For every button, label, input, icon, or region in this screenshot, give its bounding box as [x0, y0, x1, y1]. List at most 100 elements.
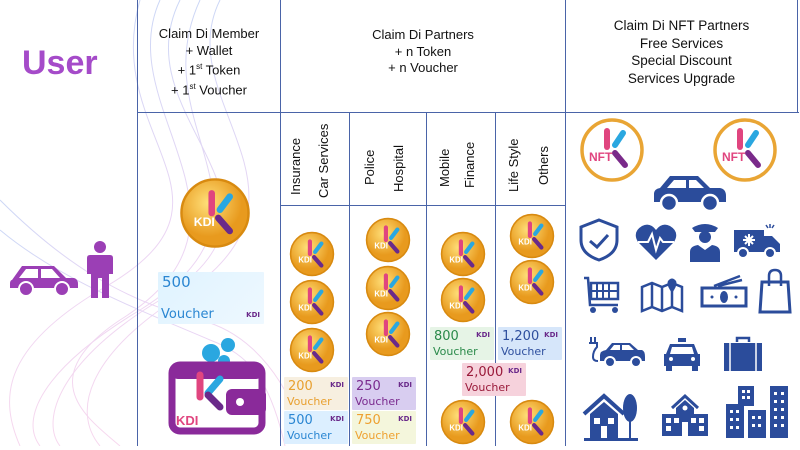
kdi-coin-icon: KDI: [289, 327, 335, 373]
voucher-word: Voucher: [287, 429, 332, 442]
kdi-coin: KDI: [289, 327, 335, 378]
nft-header-line: Claim Di NFT Partners: [613, 18, 750, 33]
voucher-amount: 2,000: [466, 365, 504, 380]
voucher-200: 200 KDI Voucher: [284, 377, 348, 410]
voucher-word: Voucher: [355, 395, 400, 408]
coin-label: KDI: [374, 335, 387, 344]
coin-label: KDI: [374, 241, 387, 250]
kdi-coin-icon: KDI: [365, 217, 411, 263]
office-buildings-icon: [726, 386, 788, 438]
voucher-word: Voucher: [433, 345, 478, 358]
text: st: [196, 62, 203, 71]
voucher-brand: KDI: [246, 311, 260, 319]
user-title: User: [22, 44, 98, 82]
nft-header-line: Special Discount: [631, 53, 732, 68]
nft-header-line: Services Upgrade: [627, 70, 736, 86]
voucher-amount: 800: [434, 329, 459, 344]
member-voucher-500: 500 Voucher KDI: [158, 272, 264, 324]
car-icon: [654, 176, 726, 213]
category-others: Others: [536, 145, 551, 185]
category-insurance: Insurance: [288, 137, 303, 195]
kdi-coin: KDI: [365, 217, 411, 268]
ambulance-icon: [734, 224, 780, 259]
voucher-word: Voucher: [287, 395, 332, 408]
electric-car-icon: [589, 337, 645, 368]
kdi-coin-icon: KDI: [509, 213, 555, 259]
nft-label: NFT: [589, 150, 613, 164]
heart-pulse-icon: [635, 224, 677, 260]
partners-header-line: Claim Di Partners: [372, 27, 474, 42]
kdi-coin: KDI: [440, 399, 486, 450]
car-icon: [10, 266, 78, 297]
voucher-800: 800 KDI Voucher: [430, 327, 494, 360]
kdi-coin-icon: KDI: [365, 265, 411, 311]
kdi-coin-icon: KDI: [365, 311, 411, 357]
kdi-coin-icon: KDI: [440, 277, 486, 323]
kdi-coin-icon: KDI: [289, 279, 335, 325]
text: st: [189, 81, 196, 91]
voucher-amount: 500: [162, 273, 191, 291]
kdi-coin: KDI: [509, 399, 555, 450]
voucher-amount: 500: [288, 413, 313, 428]
category-car-services: Car Services: [316, 123, 331, 198]
kdi-coin-icon: KDI: [509, 399, 555, 445]
grid-line: [495, 113, 496, 446]
category-finance: Finance: [462, 141, 477, 188]
voucher-brand: KDI: [544, 331, 558, 339]
nft-badge-icon: NFT: [713, 118, 777, 182]
voucher-brand: KDI: [330, 381, 344, 389]
voucher-brand: KDI: [508, 367, 522, 375]
voucher-amount: 750: [356, 413, 381, 428]
kdi-coin: KDI: [365, 265, 411, 316]
voucher-amount: 1,200: [502, 329, 540, 344]
kdi-coin-icon: KDI: [440, 231, 486, 277]
voucher-amount: 200: [288, 379, 313, 394]
voucher-500: 500 KDI Voucher: [284, 411, 348, 444]
taxi-icon: [664, 338, 700, 371]
house-icon: [582, 393, 638, 441]
text: Voucher: [195, 82, 247, 98]
kdi-coin: KDI: [509, 259, 555, 310]
kdi-coin: KDI: [289, 279, 335, 330]
money-icon: [700, 274, 748, 308]
partners-header: Claim Di Partners + n Token + n Voucher: [281, 27, 565, 77]
voucher-word: Voucher: [465, 381, 510, 394]
person-icon: [87, 241, 113, 298]
kdi-coin-icon: KDI: [509, 259, 555, 305]
member-header: Claim Di Member + Wallet + 1st Token + 1…: [138, 26, 280, 99]
coin-label: KDI: [518, 423, 531, 432]
grid-line: [280, 0, 281, 446]
category-hospital: Hospital: [391, 145, 406, 192]
voucher-1200: 1,200 KDI Voucher: [498, 327, 562, 360]
voucher-brand: KDI: [476, 331, 490, 339]
nft-badge: NFT: [579, 117, 645, 188]
suitcase-icon: [724, 336, 762, 371]
voucher-word: Voucher: [161, 307, 214, 322]
nft-badge-icon: NFT: [580, 118, 644, 182]
text: + 1: [171, 82, 190, 98]
wallet-icon: KDI: [168, 338, 266, 435]
grid-line: [280, 205, 565, 206]
grid-line: [137, 112, 799, 113]
grid-line: [565, 0, 566, 446]
map-pin-icon: [640, 278, 684, 313]
nft-header: Claim Di NFT Partners Free Services Spec…: [566, 17, 797, 87]
coin-label: KDI: [449, 255, 462, 264]
voucher-brand: KDI: [398, 415, 412, 423]
kdi-coin: KDI: [440, 231, 486, 282]
coin-label: KDI: [194, 215, 215, 229]
voucher-brand: KDI: [398, 381, 412, 389]
partners-header-line: + n Token: [394, 43, 452, 59]
voucher-2000: 2,000 KDI Voucher: [462, 363, 526, 396]
voucher-word: Voucher: [501, 345, 546, 358]
coin-label: KDI: [298, 303, 311, 312]
coin-label: KDI: [449, 301, 462, 310]
nft-label: NFT: [722, 150, 746, 164]
voucher-brand: KDI: [330, 415, 344, 423]
member-header-line: + Wallet: [185, 42, 233, 58]
voucher-250: 250 KDI Voucher: [352, 377, 416, 410]
voucher-750: 750 KDI Voucher: [352, 411, 416, 444]
voucher-word: Voucher: [355, 429, 400, 442]
kdi-coin: KDI: [509, 213, 555, 264]
kdi-coin-icon: KDI: [440, 399, 486, 445]
